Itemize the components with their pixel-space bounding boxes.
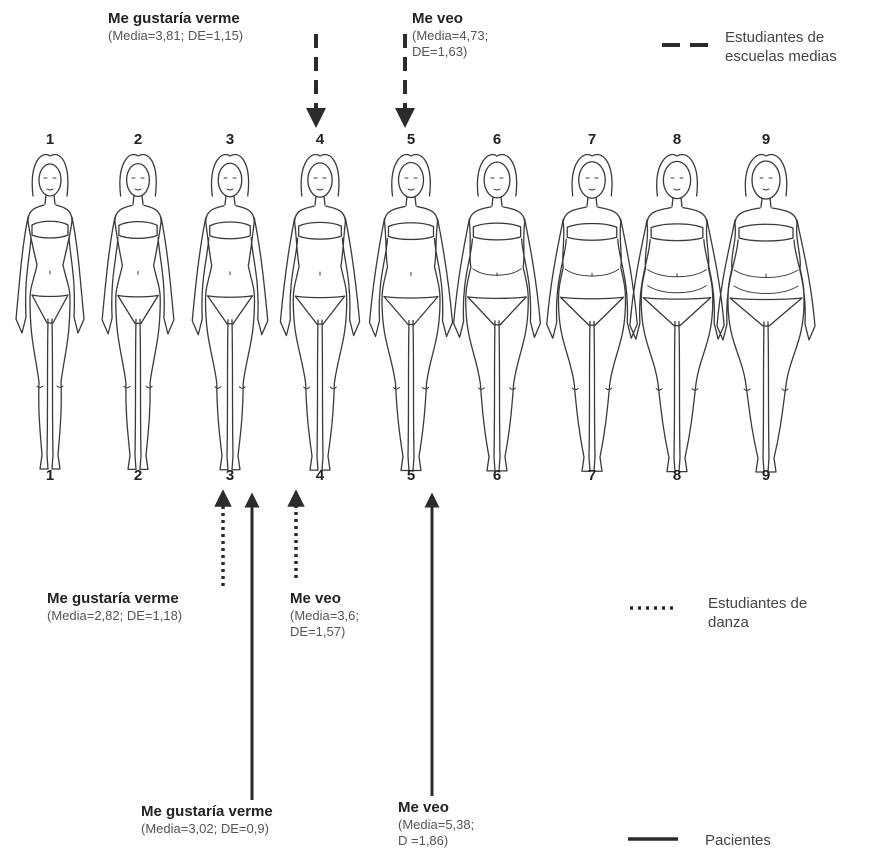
danza-see-label: Me veo (Media=3,6; DE=1,57)	[290, 590, 359, 640]
figure-number-bottom-6: 6	[482, 467, 512, 484]
pacientes-like-title: Me gustaría verme	[141, 803, 273, 821]
figure-number-top-8: 8	[662, 131, 692, 148]
figure-number-top-9: 9	[751, 131, 781, 148]
figure-number-bottom-4: 4	[305, 467, 335, 484]
pacientes-see-label: Me veo (Media=5,38; D =1,86)	[398, 799, 474, 849]
escuelas-like-label: Me gustaría verme (Media=3,81; DE=1,15)	[108, 10, 243, 44]
danza-like-stat: (Media=2,82; DE=1,18)	[47, 608, 182, 624]
legend-dashed-symbol	[660, 38, 712, 52]
legend-solid-symbol	[626, 835, 680, 843]
figure-number-top-5: 5	[396, 131, 426, 148]
figure-number-top-6: 6	[482, 131, 512, 148]
escuelas-see-stat-1: (Media=4,73;	[412, 28, 488, 44]
pacientes-like-label: Me gustaría verme (Media=3,02; DE=0,9)	[141, 803, 273, 837]
pacientes-see-title: Me veo	[398, 799, 474, 817]
pacientes-see-stat-1: (Media=5,38;	[398, 817, 474, 833]
figure-number-bottom-8: 8	[662, 467, 692, 484]
escuelas-see-title: Me veo	[412, 10, 488, 28]
escuelas-see-stat-2: DE=1,63)	[412, 44, 488, 60]
danza-see-title: Me veo	[290, 590, 359, 608]
danza-like-label: Me gustaría verme (Media=2,82; DE=1,18)	[47, 590, 182, 624]
legend-dotted-symbol	[628, 603, 680, 613]
escuelas-see-label: Me veo (Media=4,73; DE=1,63)	[412, 10, 488, 60]
figure-number-top-2: 2	[123, 131, 153, 148]
figure-number-top-4: 4	[305, 131, 335, 148]
legend-escuelas: Estudiantes de escuelas medias	[725, 28, 870, 66]
legend-pacientes: Pacientes	[705, 831, 771, 850]
figure-number-bottom-3: 3	[215, 467, 245, 484]
figure-number-bottom-7: 7	[577, 467, 607, 484]
escuelas-like-title: Me gustaría verme	[108, 10, 243, 28]
figure-number-top-7: 7	[577, 131, 607, 148]
figure-number-bottom-2: 2	[123, 467, 153, 484]
escuelas-like-stat: (Media=3,81; DE=1,15)	[108, 28, 243, 44]
figure-number-bottom-1: 1	[35, 467, 65, 484]
pacientes-see-stat-2: D =1,86)	[398, 833, 474, 849]
figure-number-bottom-9: 9	[751, 467, 781, 484]
figure-number-bottom-5: 5	[396, 467, 426, 484]
danza-see-stat-1: (Media=3,6;	[290, 608, 359, 624]
figure-number-top-3: 3	[215, 131, 245, 148]
danza-like-title: Me gustaría verme	[47, 590, 182, 608]
pacientes-like-stat: (Media=3,02; DE=0,9)	[141, 821, 273, 837]
danza-see-stat-2: DE=1,57)	[290, 624, 359, 640]
figure-number-top-1: 1	[35, 131, 65, 148]
legend-danza: Estudiantes de danza	[708, 594, 843, 632]
